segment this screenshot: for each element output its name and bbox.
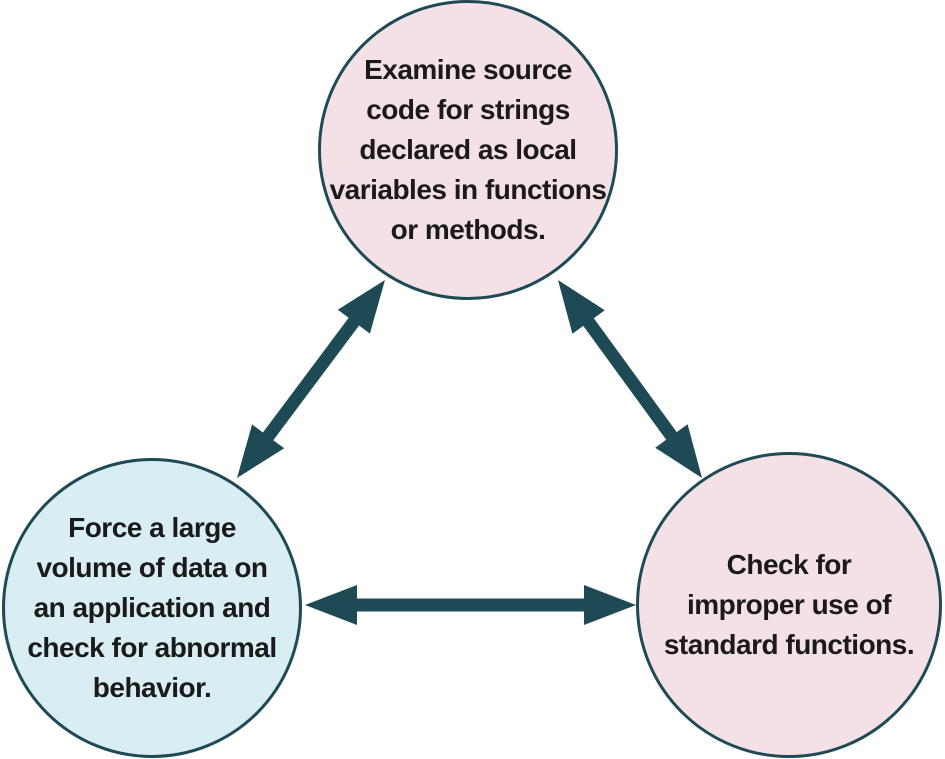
arrow-top-left: [237, 280, 385, 478]
arrow-top-right: [558, 280, 702, 478]
node-examine-source-code-text: Examine source code for strings declared…: [329, 54, 607, 245]
node-examine-source-code: Examine source code for strings declared…: [318, 0, 618, 300]
arrow-top-right-shape: [558, 280, 702, 478]
arrow-left-right-shape: [305, 585, 636, 625]
arrow-top-left-shape: [237, 280, 385, 478]
node-check-improper-use-text: Check for improper use of standard funct…: [663, 549, 915, 660]
node-check-improper-use: Check for improper use of standard funct…: [636, 452, 942, 758]
node-force-large-volume-text: Force a large volume of data on an appli…: [27, 512, 277, 703]
node-force-large-volume: Force a large volume of data on an appli…: [2, 458, 302, 758]
arrow-left-right: [305, 585, 636, 625]
